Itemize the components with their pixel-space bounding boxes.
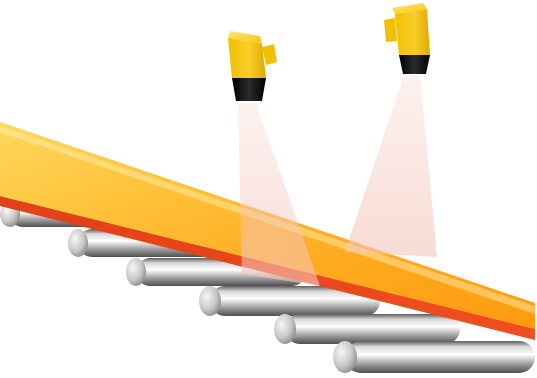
roller xyxy=(274,314,460,344)
roller xyxy=(333,341,535,373)
